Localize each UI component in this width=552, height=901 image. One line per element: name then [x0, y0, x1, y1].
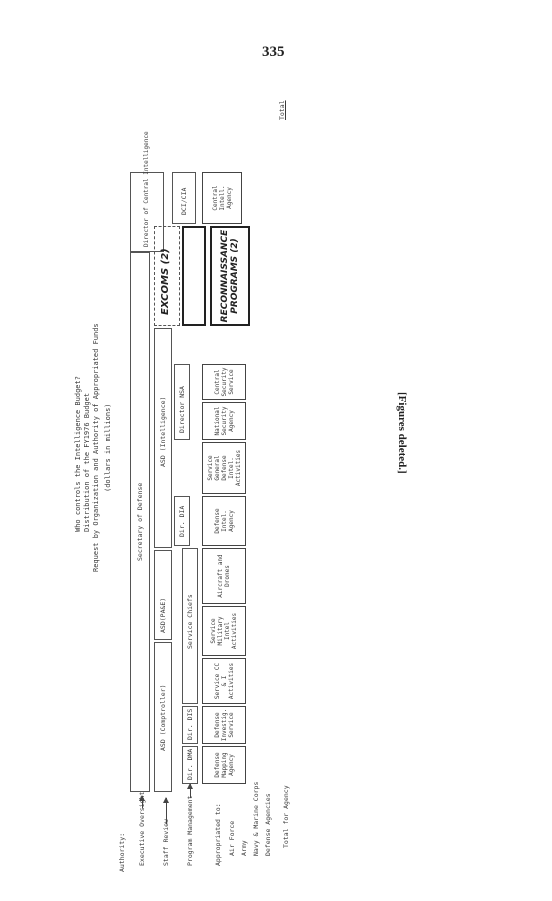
aircraft-drones-cell: Aircraft and Drones	[202, 548, 246, 604]
secretary-of-defense-box: Secretary of Defense	[130, 252, 150, 792]
cia-cell: Central Intell. Agency	[202, 172, 242, 224]
service-military-cell: Service Military Intel Activities	[202, 606, 246, 656]
dir-dia-box: Dir. DIA	[174, 496, 190, 546]
dci-cia-box: DCI/CIA	[172, 172, 196, 224]
organization-chart: Authority: Executive Oversight Staff Rev…	[74, 131, 301, 872]
chart-title-line2: Distribution of the FY1976 Budget	[83, 392, 91, 532]
director-nsa-box: Director NSA	[174, 364, 190, 440]
staff-review-label: Staff Review	[162, 819, 170, 866]
recon-manager-box	[182, 226, 206, 326]
defense-agencies-label: Defense Agencies	[264, 793, 272, 856]
central-security-cell: Central Security Service	[202, 364, 246, 400]
asd-pae-box: ASD(PA&E)	[154, 550, 172, 640]
asd-comptroller-box: ASD (Comptroller)	[154, 642, 172, 792]
service-general-cell: Service General Defense Intel. Activitie…	[202, 442, 246, 494]
service-cc-cell: Service CC & I Activities	[202, 658, 246, 704]
dir-dma-box: Dir. DMA	[182, 746, 198, 784]
navy-marine-label: Navy & Marine Corps	[252, 781, 260, 856]
chart-title-line3: Request by Organization and Authority of…	[92, 323, 100, 572]
appropriated-to-label: Appropriated to:	[214, 803, 222, 866]
figures-deleted-note: [Figures deleted.]	[396, 392, 408, 474]
recon-programs-cell: RECONNAISSANCE PROGRAMS (2)	[210, 226, 250, 326]
executive-oversight-arrow	[142, 796, 143, 808]
staff-review-arrow	[166, 798, 167, 824]
asd-intelligence-box: ASD (Intelligence)	[154, 328, 172, 548]
dma-cell: Defense Mapping Agency	[202, 746, 246, 784]
program-management-label: Program Management	[186, 795, 194, 866]
chart-title-line1: Who controls the Intelligence Budget?	[74, 376, 82, 532]
page-number: 335	[262, 44, 285, 60]
air-force-label: Air Force	[228, 820, 236, 856]
chart-units: (dollars in millions)	[104, 403, 112, 492]
total-for-agency-label: Total for Agency	[282, 785, 290, 848]
dis-cell: Defense Investig. Service	[202, 706, 246, 744]
authority-label: Authority:	[118, 832, 126, 872]
excoms-box: EXCOMS (2)	[154, 226, 180, 326]
program-management-arrow	[190, 784, 191, 798]
nsa-cell: National Security Agency	[202, 402, 246, 440]
army-label: Army	[240, 840, 248, 856]
dia-cell: Defense Intel. Agency	[202, 496, 246, 546]
dir-dis-box: Dir. DIS	[182, 706, 198, 744]
service-chiefs-box: Service Chiefs	[182, 548, 198, 704]
total-column-label: Total	[278, 100, 286, 120]
